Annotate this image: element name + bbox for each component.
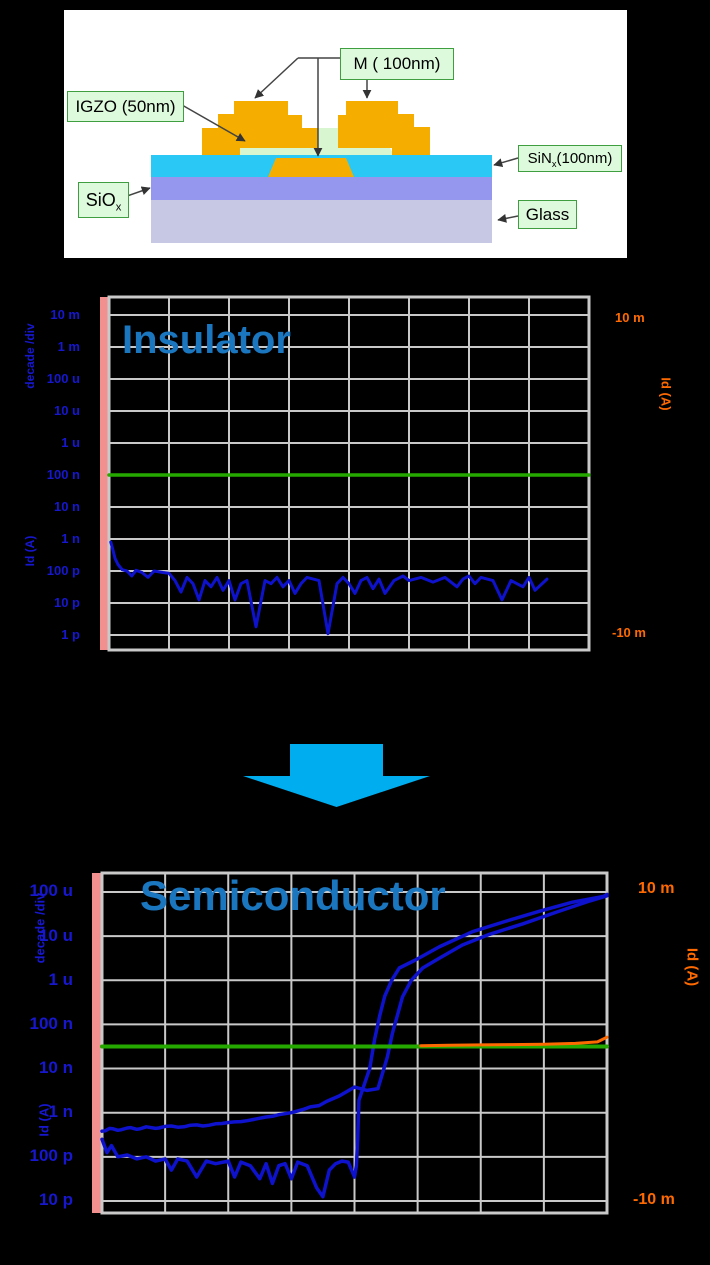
tick-label: 1 u bbox=[61, 434, 80, 450]
glass-label: Glass bbox=[525, 204, 570, 224]
tick-label: 10 n bbox=[38, 1058, 73, 1078]
semiconductor-left-axis-label: Id (A) bbox=[36, 1103, 52, 1137]
semiconductor-left-axis-unit: decade /div bbox=[32, 892, 48, 964]
device-structure-svg bbox=[126, 57, 519, 243]
tick-label: 1 p bbox=[61, 626, 80, 642]
glass-arrow bbox=[497, 213, 519, 223]
down-arrow bbox=[243, 744, 430, 807]
tick-label: 1 n bbox=[61, 530, 80, 546]
tick-label: 100 n bbox=[29, 1013, 73, 1033]
tick-label: 10 u bbox=[38, 925, 73, 945]
left-margin-bar bbox=[92, 873, 101, 1213]
insulator-right-tick-bottom: -10 m bbox=[612, 625, 646, 640]
glass-label-box: Glass bbox=[518, 200, 577, 229]
tick-label: 10 p bbox=[53, 594, 80, 610]
siox-label-box: SiOx bbox=[78, 182, 129, 218]
tick-label: 100 p bbox=[29, 1146, 73, 1166]
siox-label: SiOx bbox=[85, 189, 122, 214]
tick-label: 10 p bbox=[38, 1190, 73, 1210]
tick-label: 10 n bbox=[53, 498, 80, 514]
semiconductor-title: Semiconductor bbox=[140, 872, 446, 919]
semiconductor-right-tick-bottom: -10 m bbox=[633, 1191, 675, 1208]
insulator-left-axis-label: Id (A) bbox=[23, 535, 37, 567]
tick-label: 100 u bbox=[46, 370, 80, 386]
sinx-arrow bbox=[493, 157, 519, 168]
metal-to-source-arrow bbox=[254, 57, 299, 99]
tick-label: 100 p bbox=[46, 562, 80, 578]
left-margin-bar bbox=[100, 297, 109, 650]
tick-label: 100 n bbox=[46, 466, 80, 482]
plot-frame bbox=[100, 871, 609, 1215]
semiconductor-chart bbox=[92, 871, 609, 1215]
device-diagram-panel: M ( 100nm) IGZO (50nm) SiNx(100nm) SiOx … bbox=[64, 10, 627, 258]
gate-metal bbox=[268, 158, 354, 177]
igzo-label: IGZO (50nm) bbox=[75, 96, 176, 116]
insulator-chart bbox=[100, 295, 591, 652]
tick-label: 1 m bbox=[57, 338, 80, 354]
igzo-label-box: IGZO (50nm) bbox=[67, 91, 184, 122]
insulator-title: Insulator bbox=[122, 318, 291, 362]
source-metal bbox=[202, 101, 318, 155]
tick-label: 10 u bbox=[53, 402, 80, 418]
tick-label: 10 m bbox=[50, 306, 80, 322]
sinx-label: SiNx(100nm) bbox=[527, 150, 613, 169]
tick-label: 1 u bbox=[48, 969, 73, 989]
siox-arrow bbox=[126, 186, 151, 197]
semiconductor-right-axis-label: Id (A) bbox=[683, 947, 701, 987]
metal-label-box: M ( 100nm) bbox=[340, 48, 454, 80]
sinx-label-box: SiNx(100nm) bbox=[518, 145, 622, 172]
annotation-lines bbox=[126, 57, 519, 223]
insulator-left-axis-unit: decade /div bbox=[23, 323, 37, 389]
series-id-linear-scale-right-axis- bbox=[419, 1035, 609, 1048]
series-id-forward-sweep-log-off-noise-then-turn-on- bbox=[100, 892, 609, 1199]
tick-label: 1 n bbox=[48, 1102, 73, 1122]
series-id-reverse-sweep-log-hysteresis-branch- bbox=[100, 894, 609, 1133]
insulator-right-tick-top: 10 m bbox=[615, 310, 645, 325]
tick-label: 100 u bbox=[29, 881, 73, 901]
semiconductor-right-tick-top: 10 m bbox=[638, 880, 675, 897]
glass-substrate-layer bbox=[151, 200, 492, 243]
siox-layer bbox=[151, 177, 492, 200]
down-arrow-shape bbox=[243, 744, 430, 807]
drain-metal bbox=[338, 101, 430, 155]
series-id-log-scale-noise-floor bbox=[109, 540, 549, 636]
metal-label: M ( 100nm) bbox=[353, 54, 441, 73]
igzo-arrow bbox=[181, 104, 246, 142]
insulator-right-axis-label: Id (A) bbox=[658, 377, 674, 411]
